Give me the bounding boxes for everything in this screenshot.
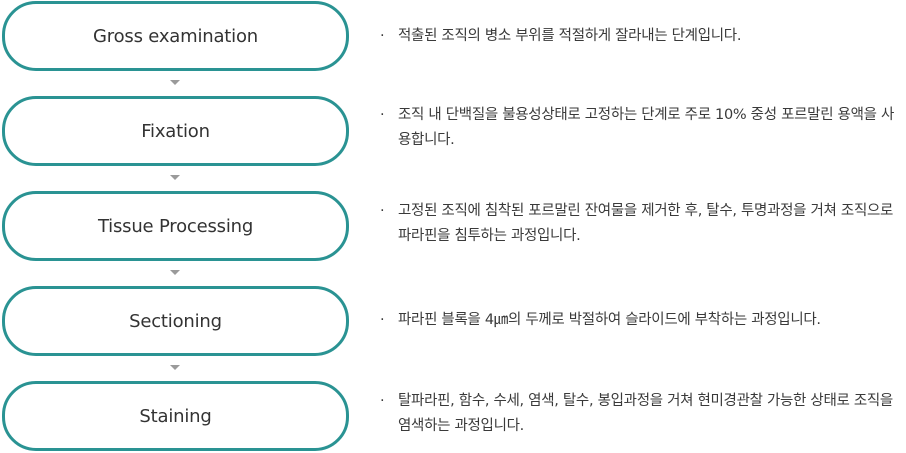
bullet-icon: · (380, 107, 385, 123)
step-description: · 파라핀 블록을 4㎛의 두께로 박절하여 슬라이드에 부착하는 과정입니다. (380, 308, 900, 333)
step-title-pill: Gross examination (2, 1, 349, 71)
step-description-text: 적출된 조직의 병소 부위를 적절하게 잘라내는 단계입니다. (398, 28, 742, 44)
step-fixation: Fixation · 조직 내 단백질을 불용성상태로 고정하는 단계로 주로 … (0, 96, 906, 168)
step-description: · 조직 내 단백질을 불용성상태로 고정하는 단계로 주로 10% 중성 포르… (380, 103, 900, 153)
step-title-pill: Sectioning (2, 286, 349, 356)
down-arrow-icon (170, 175, 180, 180)
step-title-pill: Staining (2, 381, 349, 451)
step-title-pill: Tissue Processing (2, 191, 349, 261)
step-description-text: 탈파라핀, 함수, 수세, 염색, 탈수, 봉입과정을 거쳐 현미경관찰 가능한… (398, 393, 893, 434)
step-description: · 탈파라핀, 함수, 수세, 염색, 탈수, 봉입과정을 거쳐 현미경관찰 가… (380, 389, 900, 439)
down-arrow-icon (170, 80, 180, 85)
step-gross-examination: Gross examination · 적출된 조직의 병소 부위를 적절하게 … (0, 1, 906, 73)
step-title-pill: Fixation (2, 96, 349, 166)
step-tissue-processing: Tissue Processing · 고정된 조직에 침착된 포르말린 잔여물… (0, 191, 906, 263)
down-arrow-icon (170, 270, 180, 275)
down-arrow-icon (170, 365, 180, 370)
step-staining: Staining · 탈파라핀, 함수, 수세, 염색, 탈수, 봉입과정을 거… (0, 381, 906, 453)
bullet-icon: · (380, 312, 385, 328)
bullet-icon: · (380, 393, 385, 409)
step-description-text: 파라핀 블록을 4㎛의 두께로 박절하여 슬라이드에 부착하는 과정입니다. (398, 312, 821, 328)
bullet-icon: · (380, 28, 385, 44)
bullet-icon: · (380, 203, 385, 219)
step-description-text: 고정된 조직에 침착된 포르말린 잔여물을 제거한 후, 탈수, 투명과정을 거… (398, 203, 894, 244)
step-description-text: 조직 내 단백질을 불용성상태로 고정하는 단계로 주로 10% 중성 포르말린… (398, 107, 895, 148)
step-description: · 고정된 조직에 침착된 포르말린 잔여물을 제거한 후, 탈수, 투명과정을… (380, 199, 900, 249)
step-description: · 적출된 조직의 병소 부위를 적절하게 잘라내는 단계입니다. (380, 24, 900, 49)
step-sectioning: Sectioning · 파라핀 블록을 4㎛의 두께로 박절하여 슬라이드에 … (0, 286, 906, 358)
